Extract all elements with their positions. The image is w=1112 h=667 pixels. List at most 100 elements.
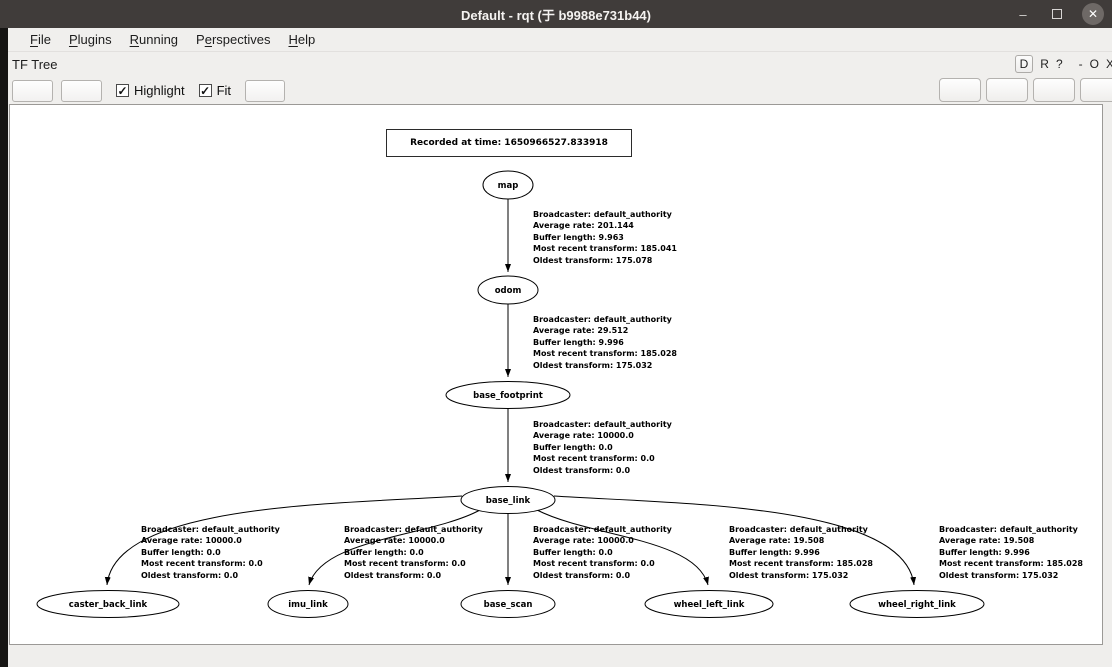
refresh-button[interactable] [245,79,286,102]
checkmark-icon: ✓ [200,83,211,98]
edge-label-base_link-caster_back_link: Broadcaster: default_authority Average r… [141,524,280,581]
edge-label-line: Oldest transform: 0.0 [344,570,442,580]
node-map [482,170,534,200]
dock-close-button[interactable]: X [1106,57,1112,71]
edge-label-line: Most recent transform: 0.0 [533,454,655,464]
node-wheel_right_link-label: wheel_right_link [878,600,956,610]
plugin-dock-titlebar: TF Tree D R ? - O X [8,52,1112,76]
tf-tree-graph: map odom base_footprint base_link caster… [36,170,985,618]
status-area [8,645,1112,667]
window-title: Default - rqt (于 b9988e731b44) [460,7,651,23]
edge-label-line: Average rate: 10000.0 [533,536,634,546]
edge-label-base_link-base_scan: Broadcaster: default_authority Average r… [533,524,672,581]
edge-label-line: Oldest transform: 175.032 [939,570,1059,580]
edge-label-line: Average rate: 10000.0 [533,431,634,441]
toolbar-button-1[interactable] [939,78,981,102]
edge-label-line: Buffer length: 9.996 [533,337,624,347]
edge-label-base_link-wheel_right_link: Broadcaster: default_authority Average r… [939,524,1083,581]
dock-buttons: D R ? - O X [1008,52,1112,76]
edge-label-line: Most recent transform: 185.028 [729,559,873,569]
edge-label-line: Broadcaster: default_authority [344,525,483,534]
highlight-checkbox-group[interactable]: ✓ Highlight [116,83,185,98]
edge-label-base_link-imu_link: Broadcaster: default_authority Average r… [344,524,483,581]
edge-label-line: Broadcaster: default_authority [939,525,1078,534]
edge-label-line: Buffer length: 0.0 [533,547,613,557]
edge-label-line: Broadcaster: default_authority [533,525,672,534]
edge-label-line: Most recent transform: 0.0 [533,559,655,569]
edge-label-line: Broadcaster: default_authority [533,315,672,324]
edge-label-line: Broadcaster: default_authority [729,525,868,534]
plugin-title: TF Tree [12,56,58,72]
edge-label-line: Oldest transform: 0.0 [533,465,631,475]
highlight-label: Highlight [134,83,185,98]
menu-bar: File Plugins Running Perspectives Help [8,28,1112,52]
edge-label-line: Broadcaster: default_authority [141,525,280,534]
toolbar-right-buttons [934,78,1112,102]
node-imu_link-label: imu_link [288,600,328,610]
node-base_scan-label: base_scan [484,600,533,610]
namespace-field[interactable] [12,79,53,102]
dock-reload-button[interactable]: R [1040,57,1049,71]
window-controls: – ✕ [1006,0,1112,28]
edge-label-line: Oldest transform: 0.0 [533,570,631,580]
toolbar-button-3[interactable] [1033,78,1075,102]
edge-label-line: Broadcaster: default_authority [533,420,672,429]
minimize-button[interactable]: – [1006,0,1040,28]
toolbar-button-4[interactable] [1080,78,1112,102]
tf-tree-toolbar: ✓ Highlight ✓ Fit [8,76,1112,105]
node-base_scan [460,590,556,618]
edge-label-line: Oldest transform: 175.032 [533,360,653,370]
edge-label-base_link-wheel_left_link: Broadcaster: default_authority Average r… [729,524,873,581]
node-map-label: map [498,181,519,191]
maximize-button[interactable] [1040,0,1074,28]
dock-minimize-button[interactable]: - [1078,57,1083,71]
toolbar-button-2[interactable] [986,78,1028,102]
edge-label-line: Broadcaster: default_authority [533,210,672,219]
edge-label-line: Buffer length: 9.963 [533,232,624,242]
menu-running[interactable]: Running [129,32,179,47]
edge-label-line: Oldest transform: 175.032 [729,570,849,580]
menu-perspectives[interactable]: Perspectives [196,32,271,47]
node-caster_back_link [36,590,180,618]
edge-label-line: Most recent transform: 185.041 [533,244,677,254]
edge-base_link-imu_link [308,509,481,586]
edge-label-line: Most recent transform: 0.0 [344,559,466,569]
checkmark-icon: ✓ [117,83,128,98]
close-icon: ✕ [1082,3,1104,25]
edge-label-line: Average rate: 19.508 [939,536,1035,546]
close-button[interactable]: ✕ [1074,0,1112,28]
dock-restore-button[interactable]: O [1089,57,1099,71]
node-wheel_left_link-label: wheel_left_link [674,600,745,610]
edge-label-line: Buffer length: 0.0 [533,442,613,452]
highlight-checkbox[interactable]: ✓ [116,84,129,97]
edge-label-map-odom: Broadcaster: default_authority Average r… [533,209,677,266]
filter-field[interactable] [61,79,102,102]
desktop-edge [0,28,8,667]
edge-label-base_footprint-base_link: Broadcaster: default_authority Average r… [533,419,672,476]
node-wheel_left_link [644,590,774,618]
maximize-icon [1052,9,1062,19]
edge-label-line: Average rate: 29.512 [533,326,629,336]
edge-label-line: Buffer length: 9.996 [939,547,1030,557]
edge-label-line: Oldest transform: 0.0 [141,570,239,580]
edge-label-line: Oldest transform: 175.078 [533,255,653,265]
menu-file[interactable]: File [30,32,51,47]
dock-help-button[interactable]: ? [1055,57,1063,71]
window-titlebar: Default - rqt (于 b9988e731b44) – ✕ [0,0,1112,28]
edge-label-line: Buffer length: 0.0 [344,547,424,557]
tf-tree-graph-canvas[interactable]: map odom base_footprint base_link caster… [9,104,1103,645]
node-odom [477,275,539,305]
node-caster_back_link-label: caster_back_link [69,600,148,610]
menu-plugins[interactable]: Plugins [68,32,112,47]
fit-checkbox-group[interactable]: ✓ Fit [198,83,231,98]
edge-label-line: Most recent transform: 0.0 [141,559,263,569]
fit-checkbox[interactable]: ✓ [198,83,212,98]
node-base_link [460,486,556,514]
edge-label-line: Average rate: 10000.0 [344,536,445,546]
dock-detach-button[interactable]: D [1014,55,1034,73]
edge-base_link-wheel_left_link [536,509,709,586]
edge-base_link-caster_back_link [104,495,463,586]
edge-label-odom-base_footprint: Broadcaster: default_authority Average r… [533,314,677,371]
edge-base_link-wheel_right_link [553,495,917,586]
menu-help[interactable]: Help [288,32,316,47]
